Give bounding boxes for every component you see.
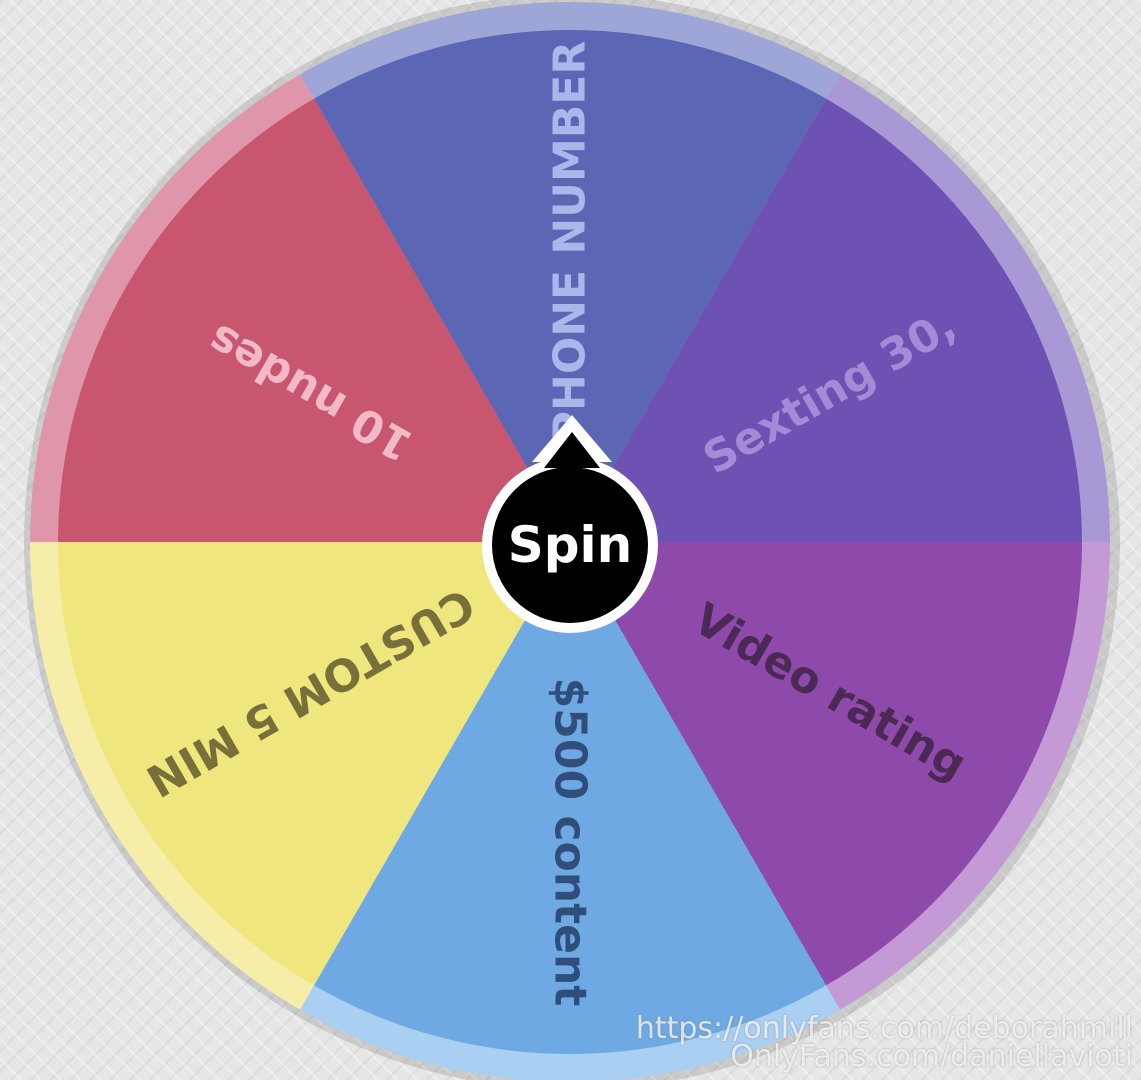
wheel-segment-label: PHONE NUMBER bbox=[545, 41, 596, 444]
spin-pointer-tip-icon bbox=[544, 432, 600, 468]
wheel-segment-label: $500 content bbox=[545, 678, 596, 1007]
watermark-text-handle: OnlyFans.com/daniellavioti bbox=[730, 1039, 1133, 1074]
spin-button-face bbox=[492, 467, 648, 623]
wheel-segment[interactable] bbox=[570, 542, 1082, 986]
spin-button[interactable]: Spin bbox=[482, 415, 658, 633]
spin-button-label: Spin bbox=[508, 516, 633, 574]
wheel-segment[interactable] bbox=[58, 98, 570, 542]
wheel-segment[interactable] bbox=[570, 98, 1082, 542]
wheel-segment[interactable] bbox=[314, 542, 826, 1054]
wheel-segment[interactable] bbox=[314, 29, 826, 542]
wheel-segments[interactable] bbox=[58, 29, 1082, 1054]
wheel-segment[interactable] bbox=[58, 542, 570, 986]
watermark-text-url: https://onlyfans.com/deborahmill bbox=[635, 1011, 1133, 1046]
